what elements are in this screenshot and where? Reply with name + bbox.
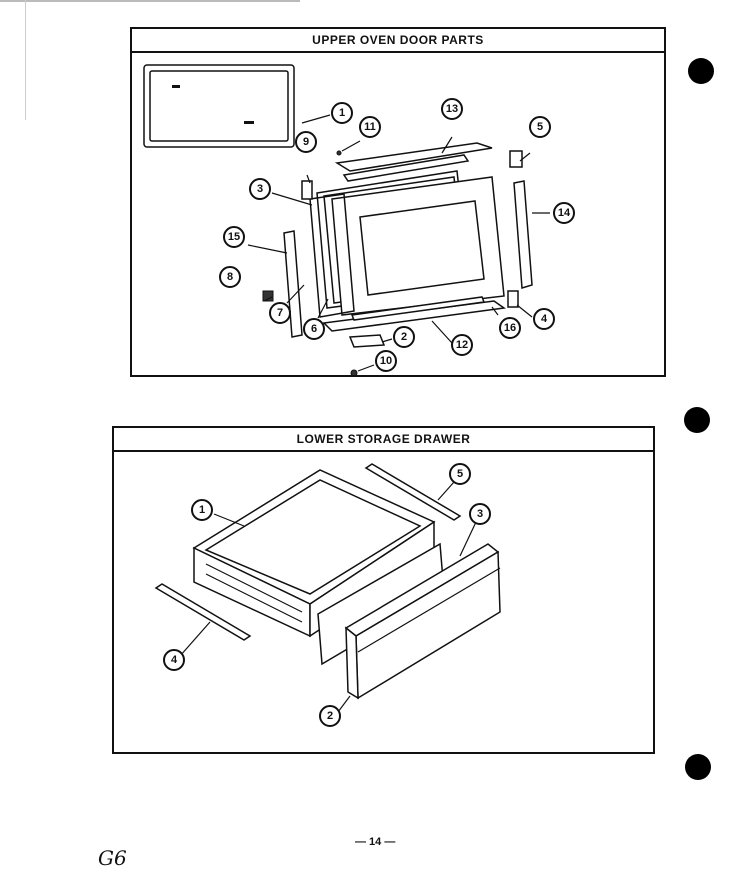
callout-8: 8 <box>219 266 241 288</box>
svg-text:16: 16 <box>504 322 516 334</box>
svg-text:1: 1 <box>199 504 205 516</box>
drawer-exploded-diagram: 1 2 3 4 5 <box>154 463 501 727</box>
callout-16: 16 <box>499 317 521 339</box>
svg-text:3: 3 <box>477 508 483 520</box>
callout-9: 9 <box>295 131 317 153</box>
bottom-trim <box>350 296 486 321</box>
svg-text:7: 7 <box>277 307 283 319</box>
callout-drawer-4: 4 <box>163 649 185 671</box>
svg-text:14: 14 <box>558 207 571 219</box>
svg-text:15: 15 <box>228 231 240 243</box>
lower-panel-title: LOWER STORAGE DRAWER <box>114 428 653 452</box>
scan-edge-mark <box>0 0 300 2</box>
svg-text:5: 5 <box>537 121 543 133</box>
callout-drawer-1: 1 <box>191 499 213 521</box>
svg-text:13: 13 <box>446 103 458 115</box>
scan-edge-mark <box>25 0 26 120</box>
lower-storage-drawer-panel: LOWER STORAGE DRAWER 1 <box>112 426 655 754</box>
callout-drawer-5: 5 <box>449 463 471 485</box>
svg-text:6: 6 <box>311 323 317 335</box>
svg-text:9: 9 <box>303 136 309 148</box>
drawer-box-illustration <box>192 469 436 638</box>
top-trim <box>342 154 470 182</box>
side-channel-left <box>283 230 303 338</box>
upper-panel-title: UPPER OVEN DOOR PARTS <box>132 29 664 53</box>
binder-hole <box>688 58 714 84</box>
svg-text:8: 8 <box>227 271 233 283</box>
callout-1: 1 <box>331 102 353 124</box>
svg-text:12: 12 <box>456 339 468 351</box>
bottom-bracket-right <box>507 290 519 308</box>
upper-door-exploded-diagram: 1 2 3 4 5 6 7 8 9 10 11 12 13 14 15 16 <box>143 64 575 375</box>
callout-15: 15 <box>223 226 245 248</box>
upper-oven-door-parts-panel: UPPER OVEN DOOR PARTS <box>130 27 666 377</box>
small-screw <box>336 150 342 156</box>
hinge-plate <box>348 334 386 348</box>
svg-text:4: 4 <box>541 313 548 325</box>
handwritten-note: G6 <box>98 846 127 870</box>
drawer-rail-left <box>154 583 252 641</box>
callout-drawer-2: 2 <box>319 705 341 727</box>
callout-drawer-3: 3 <box>469 503 491 525</box>
callout-4: 4 <box>533 308 555 330</box>
binder-hole <box>685 754 711 780</box>
callout-2: 2 <box>393 326 415 348</box>
door-gasket <box>309 193 355 318</box>
callout-11: 11 <box>359 116 381 138</box>
callout-6: 6 <box>303 318 325 340</box>
binder-hole <box>684 407 710 433</box>
door-stop <box>262 290 274 302</box>
svg-text:10: 10 <box>380 355 392 367</box>
hinge-bracket-right <box>509 150 523 168</box>
svg-text:1: 1 <box>339 107 345 119</box>
drawer-rail-right <box>364 463 462 521</box>
callout-12: 12 <box>451 334 473 356</box>
svg-text:2: 2 <box>327 710 333 722</box>
svg-text:4: 4 <box>171 654 178 666</box>
callout-7: 7 <box>269 302 291 324</box>
hinge-bracket-left <box>301 180 313 200</box>
assembled-door-illustration <box>143 64 295 148</box>
svg-text:5: 5 <box>457 468 463 480</box>
callout-3: 3 <box>249 178 271 200</box>
top-channel <box>334 142 493 172</box>
svg-text:11: 11 <box>364 121 376 133</box>
screw <box>350 369 358 375</box>
svg-text:2: 2 <box>401 331 407 343</box>
callout-5: 5 <box>529 116 551 138</box>
side-channel-right <box>513 180 533 289</box>
window-glass <box>359 200 485 296</box>
callout-10: 10 <box>375 350 397 372</box>
svg-text:3: 3 <box>257 183 263 195</box>
callout-13: 13 <box>441 98 463 120</box>
callout-14: 14 <box>553 202 575 224</box>
page-number: — 14 — <box>355 836 396 848</box>
drawer-front-illustration <box>344 543 501 700</box>
